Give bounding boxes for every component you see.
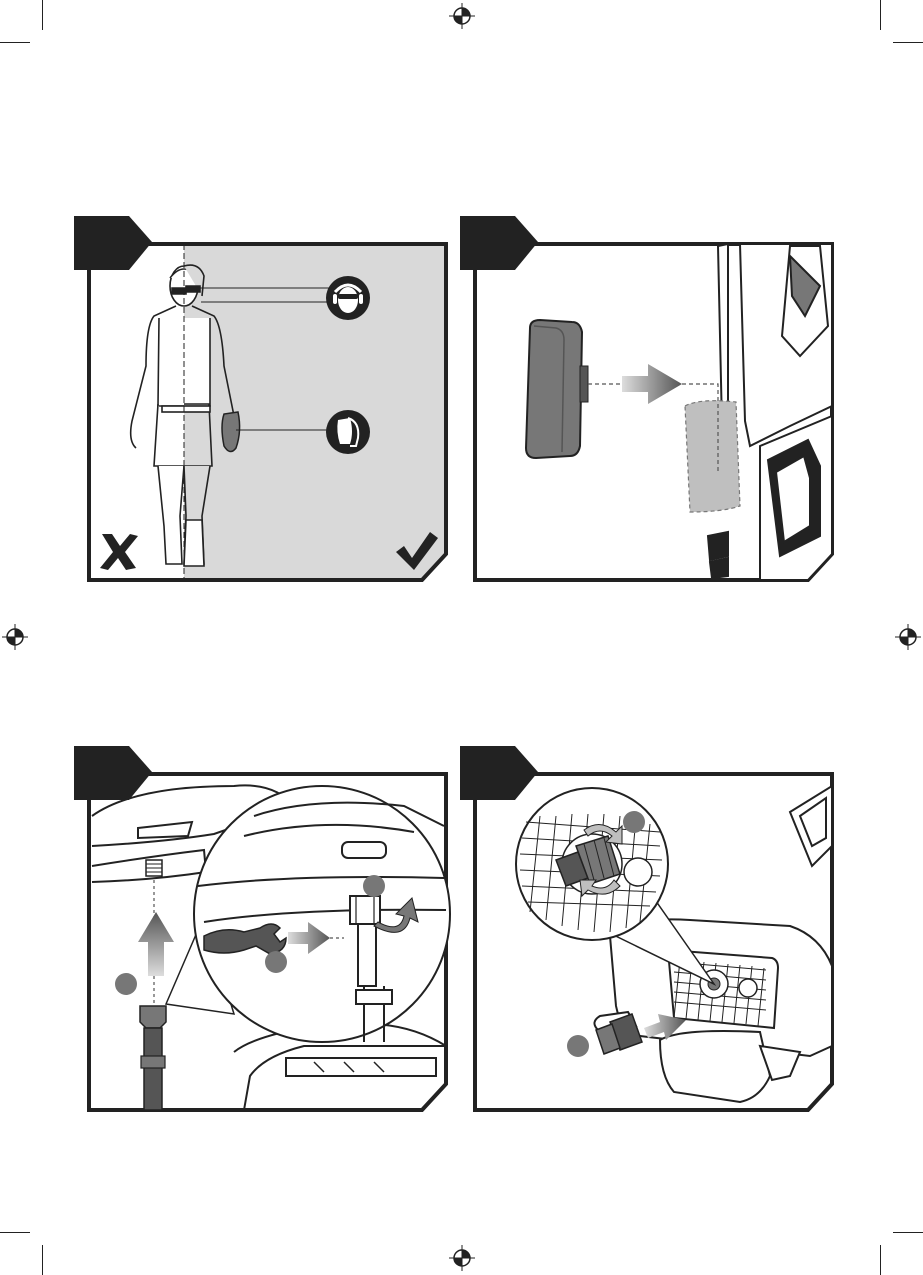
holder-ghost-outline bbox=[685, 401, 740, 512]
crop-mark bbox=[893, 42, 923, 43]
eye-ear-protection-icon bbox=[326, 276, 370, 320]
hex-nut bbox=[350, 896, 380, 924]
crop-mark bbox=[42, 1245, 43, 1275]
figure-3-tighten-fitting bbox=[74, 746, 444, 1116]
glove-on-hand bbox=[222, 412, 240, 452]
holder-part bbox=[526, 320, 588, 458]
figure-4-attach-connector bbox=[460, 746, 830, 1116]
crop-mark bbox=[880, 0, 881, 30]
pipe-fitting bbox=[140, 1006, 166, 1110]
step-marker-2 bbox=[623, 811, 645, 833]
crop-mark bbox=[0, 42, 30, 43]
registration-mark-icon bbox=[449, 3, 475, 29]
crop-mark bbox=[893, 1232, 923, 1233]
registration-mark-icon bbox=[2, 624, 28, 650]
figure-1-protective-equipment bbox=[74, 216, 444, 586]
crop-mark bbox=[42, 0, 43, 30]
gloves-icon bbox=[326, 410, 370, 454]
step-marker-1 bbox=[115, 973, 137, 995]
step-marker-2 bbox=[265, 951, 287, 973]
step-marker-1 bbox=[567, 1035, 589, 1057]
step-marker-3 bbox=[363, 875, 385, 897]
registration-mark-icon bbox=[449, 1245, 475, 1271]
figure-2-attach-holder bbox=[460, 216, 830, 586]
registration-mark-icon bbox=[895, 624, 921, 650]
pipe-fitting-top bbox=[146, 860, 162, 876]
crop-mark bbox=[0, 1232, 30, 1233]
crop-mark bbox=[880, 1245, 881, 1275]
